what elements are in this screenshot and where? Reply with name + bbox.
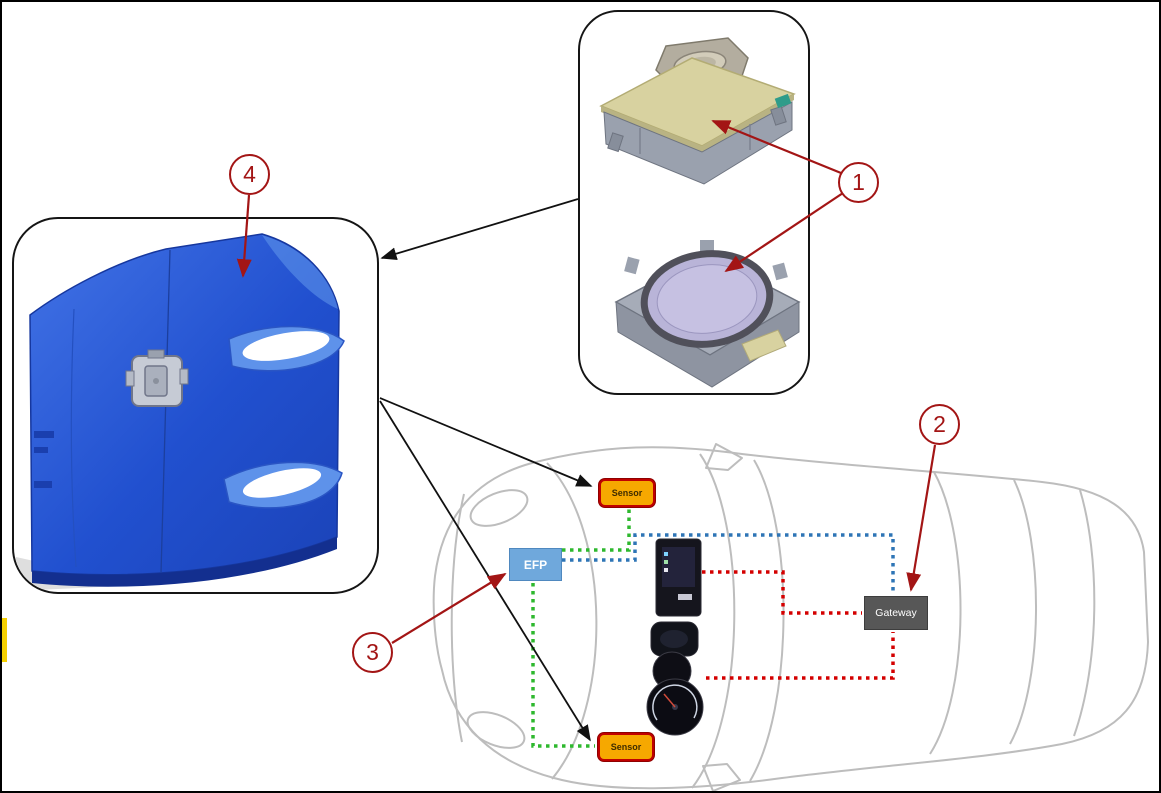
callout-sensor-detail-view [578,10,810,395]
bumper-panel-cad [16,233,345,591]
panel-slot-lower [242,468,322,498]
arrow-3-to-efp [391,573,507,644]
car-outline [432,443,1149,791]
red-bus-line-cluster [706,632,895,680]
green-bus-line-front [562,509,631,552]
sensor-bracket [125,349,189,407]
panel-slot-upper [242,331,330,361]
left-edge-highlight [2,618,7,662]
green-bus-line-rear [531,583,595,748]
callout-2-badge: 2 [919,404,960,445]
blue-bus-line-gateway [562,533,895,594]
bumper-panel-body [29,233,340,576]
gateway-box: Gateway [864,596,928,630]
connector-callout1-to-callout4 [380,198,579,261]
radar-sensor-render [599,37,801,388]
left-mirror [705,443,743,471]
efp-box: EFP [509,548,562,581]
callout-4-badge: 4 [229,154,270,195]
efp-label: EFP [523,557,548,572]
callout-4-number: 4 [243,161,256,187]
callout-2-number: 2 [933,411,946,437]
sensor-bottom-view [614,240,801,388]
callout-1-number: 1 [852,169,865,195]
gateway-label: Gateway [875,607,917,619]
callout-1-badge: 1 [838,162,879,203]
red-bus-line-display [702,570,862,615]
front-sensor-box: Sensor [599,479,655,507]
callout-bumper-cad-view [12,217,379,594]
rear-sensor-box: Sensor [598,733,654,761]
callout-3-badge: 3 [352,632,393,673]
console-image [650,621,699,657]
right-mirror [702,763,741,791]
sensor-top-view [599,37,796,185]
rear-sensor-label: Sensor [610,742,642,752]
connector-callout4-to-front-sensor [379,397,593,487]
pcm-display-image [655,538,702,617]
arrow-2-to-gateway [906,444,937,592]
callout-3-number: 3 [366,639,379,665]
gauge-cluster-image [646,651,704,736]
front-sensor-label: Sensor [611,488,643,498]
